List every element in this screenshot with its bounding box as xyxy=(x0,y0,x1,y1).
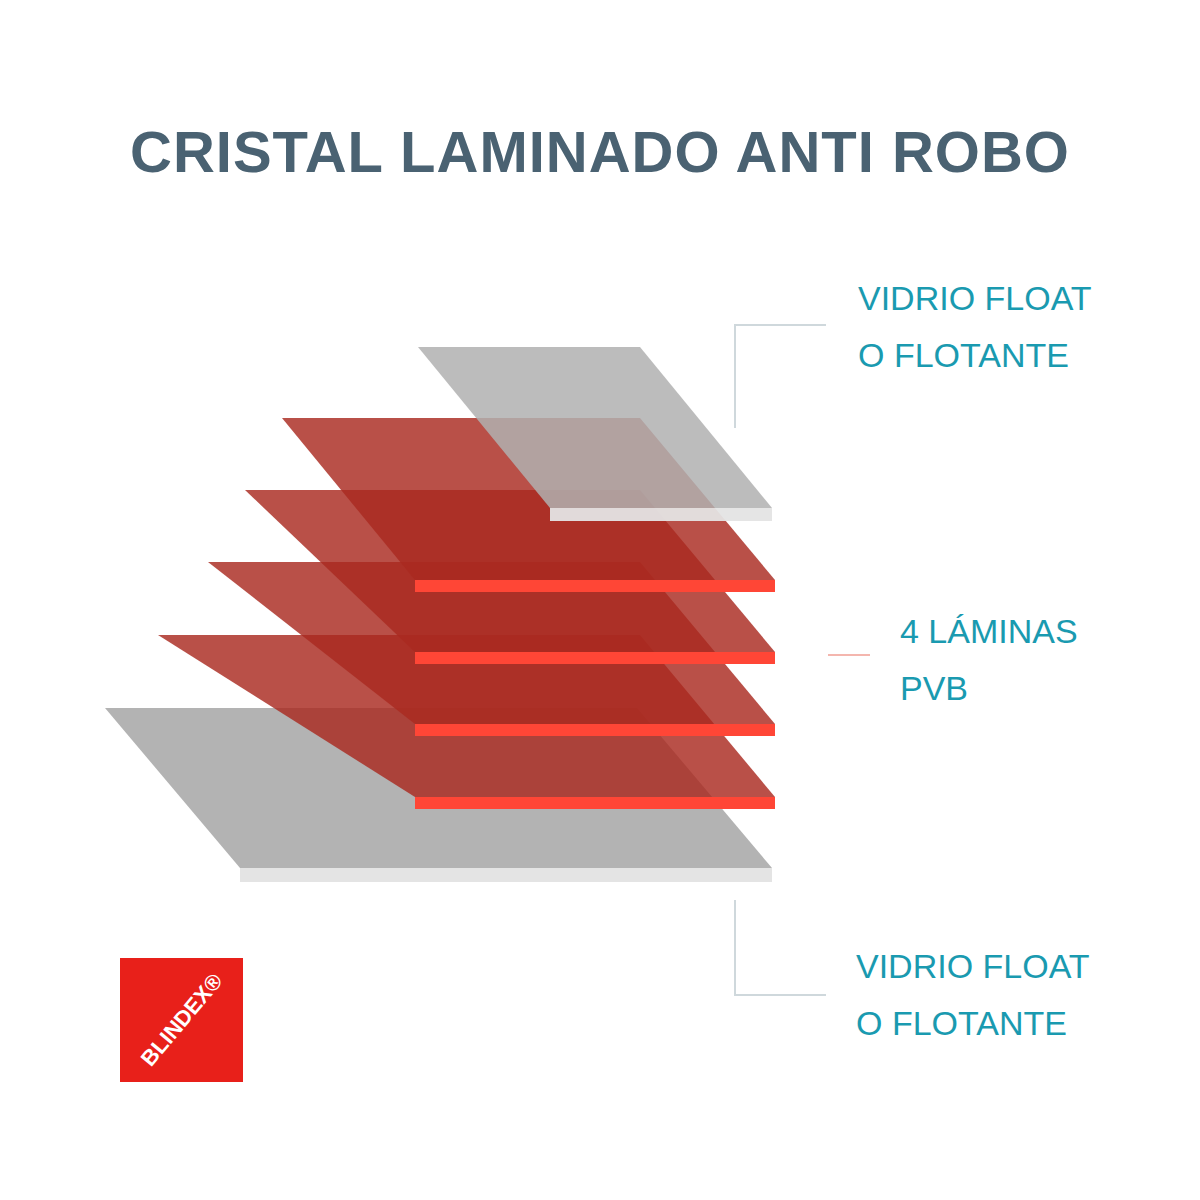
top-glass xyxy=(418,347,772,508)
title: CRISTAL LAMINADO ANTI ROBO xyxy=(0,118,1200,185)
pvb-edge xyxy=(415,724,775,736)
leader-line xyxy=(735,325,826,428)
pvb-edge xyxy=(415,652,775,664)
pvb-edge xyxy=(415,797,775,809)
callout-label: 4 LÁMINAS PVB xyxy=(900,603,1110,717)
pvb-edge xyxy=(415,580,775,592)
glass-edge xyxy=(550,508,772,521)
callout-label: VIDRIO FLOAT O FLOTANTE xyxy=(858,270,1120,384)
leader-line xyxy=(828,654,870,656)
logo-text: BLINDEX® xyxy=(135,968,227,1071)
callout-label: VIDRIO FLOAT O FLOTANTE xyxy=(856,938,1118,1052)
leader-line xyxy=(735,900,826,995)
brand-logo: BLINDEX® xyxy=(120,958,243,1082)
glass-edge xyxy=(240,868,772,882)
